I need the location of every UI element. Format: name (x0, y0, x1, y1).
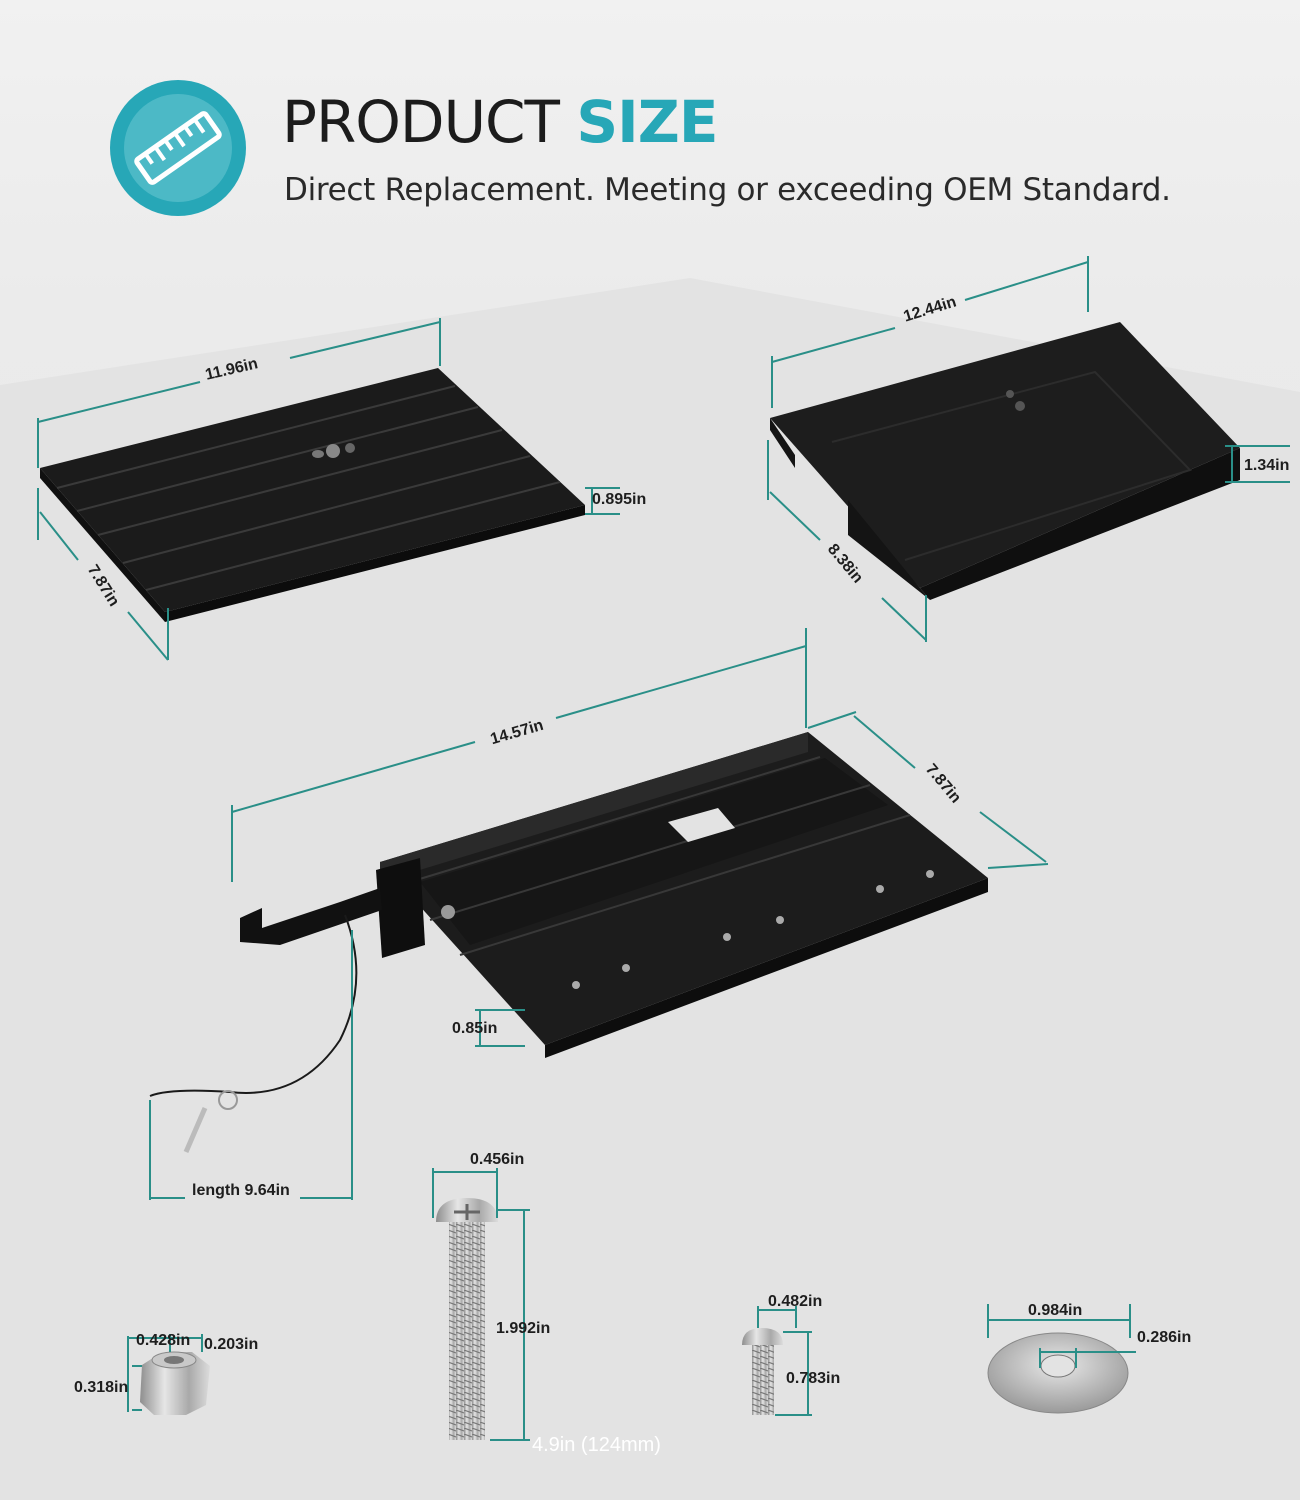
cover-height-label: 1.34in (1244, 457, 1290, 474)
nut-height-label: 0.318in (74, 1379, 129, 1396)
title-main: PRODUCT (282, 88, 560, 156)
nut (140, 1351, 210, 1415)
page-subtitle: Direct Replacement. Meeting or exceeding… (284, 172, 1171, 208)
short-bolt-length-label: 0.783in (786, 1370, 841, 1387)
short-bolt-head-label: 0.482in (768, 1293, 823, 1310)
cover-dimension-lines (767, 256, 1290, 642)
short-bolt (742, 1328, 783, 1415)
slider-dimension-lines (149, 628, 1049, 1200)
nut-width-label: 0.428in (136, 1332, 191, 1349)
nut-dimension-lines (127, 1334, 203, 1412)
long-bolt (436, 1198, 498, 1440)
long-bolt-length-label: 1.992in (496, 1320, 551, 1337)
long-bolt-note: 4.9in (124mm) (532, 1434, 661, 1456)
slider-height-label: 0.85in (452, 1020, 498, 1037)
page-title: PRODUCT SIZE (282, 88, 718, 156)
washer-outer-label: 0.984in (1028, 1302, 1083, 1319)
slider (149, 732, 988, 1153)
short-bolt-dimension-lines (757, 1306, 812, 1416)
cover (770, 322, 1240, 600)
title-accent: SIZE (576, 88, 718, 156)
rail-plate-dimension-lines (37, 318, 620, 661)
washer-dimension-lines (987, 1304, 1136, 1368)
long-bolt-head-label: 0.456in (470, 1151, 525, 1168)
long-bolt-dimension-lines (432, 1168, 530, 1441)
cable-length-label: length 9.64in (192, 1182, 290, 1199)
rail-plate (40, 368, 585, 622)
washer (987, 1332, 1129, 1414)
washer-inner-label: 0.286in (1137, 1329, 1192, 1346)
ruler-icon (110, 80, 246, 216)
nut-thread-label: 0.203in (204, 1336, 259, 1353)
rail-plate-height-label: 0.895in (592, 491, 647, 508)
